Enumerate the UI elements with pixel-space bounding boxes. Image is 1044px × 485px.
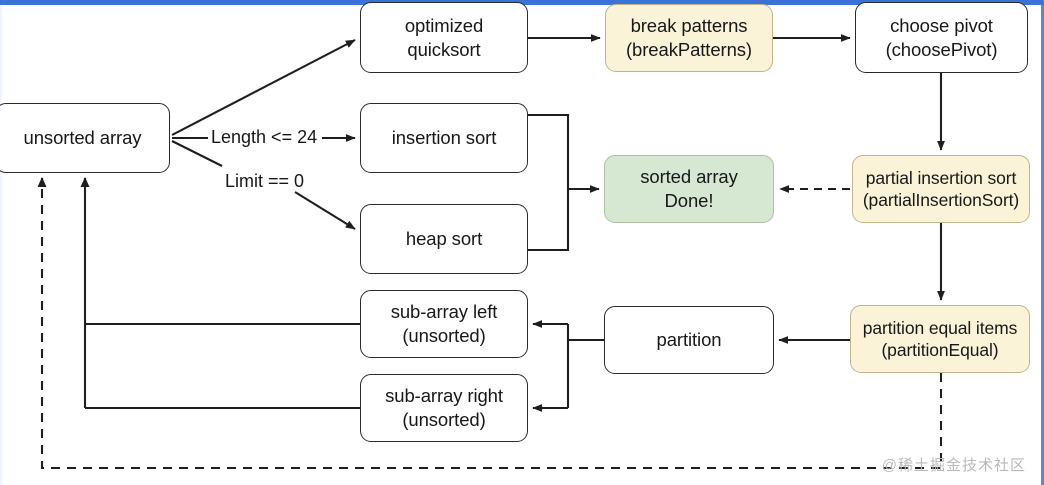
node-choose-pivot[interactable]: choose pivot (choosePivot) <box>855 2 1028 73</box>
node-partial-insertion-sort[interactable]: partial insertion sort (partialInsertion… <box>852 155 1030 223</box>
node-partition[interactable]: partition <box>604 306 774 374</box>
watermark-text: @稀土掘金技术社区 <box>881 457 1026 474</box>
node-break-patterns[interactable]: break patterns (breakPatterns) <box>605 4 773 72</box>
node-sorted-array-done[interactable]: sorted array Done! <box>604 155 774 223</box>
edge-label-limit-eq-0: Limit == 0 <box>225 171 305 191</box>
edge-unsorted-to-heap-b <box>294 191 356 230</box>
node-partition-equal-items[interactable]: partition equal items (partitionEqual) <box>850 305 1030 373</box>
node-sub-array-right[interactable]: sub-array right (unsorted) <box>360 374 528 442</box>
edge-insertion-merge <box>528 113 570 189</box>
left-edge-strip <box>0 5 3 485</box>
node-sub-array-left[interactable]: sub-array left (unsorted) <box>360 290 528 358</box>
edge-label-length-le-24: Length <= 24 <box>211 127 318 147</box>
edge-partitionequal-dashed-feedback <box>37 177 943 470</box>
node-insertion-sort[interactable]: insertion sort <box>360 103 528 173</box>
node-unsorted-array[interactable]: unsorted array <box>0 103 170 173</box>
edge-partition-to-subarrays-trunk <box>566 324 604 342</box>
right-blue-border <box>1041 5 1044 485</box>
node-optimized-quicksort[interactable]: optimized quicksort <box>360 2 528 73</box>
edge-unsorted-to-quicksort <box>171 39 356 136</box>
edge-unsorted-to-heap-a <box>171 140 223 167</box>
node-heap-sort[interactable]: heap sort <box>360 204 528 274</box>
edge-heap-merge <box>528 189 570 252</box>
